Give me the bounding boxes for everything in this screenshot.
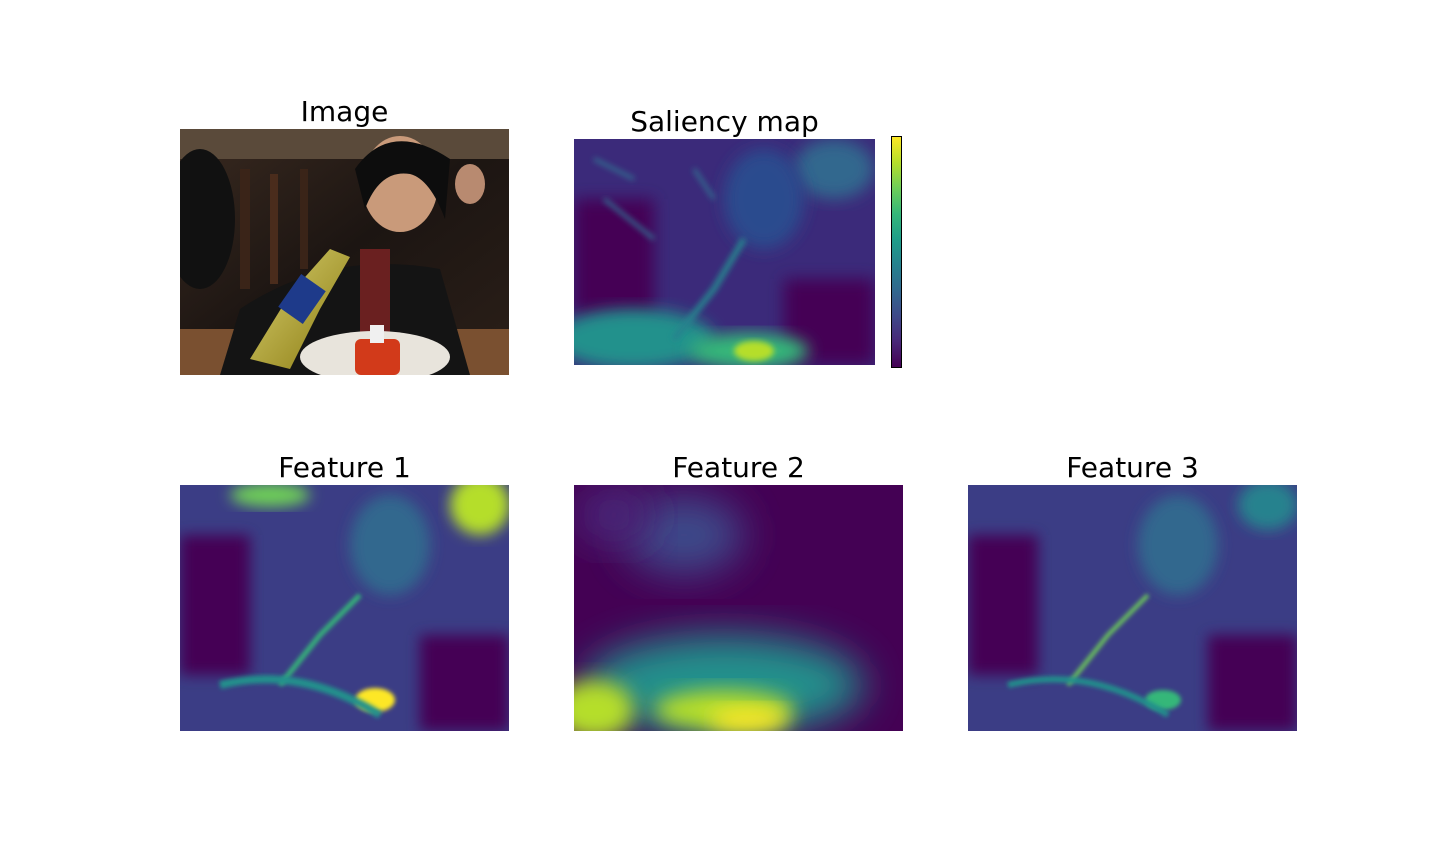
saliency-title: Saliency map: [630, 105, 819, 138]
colorbar: [891, 136, 902, 368]
photo-panel: [180, 129, 509, 375]
feature3-map: [968, 485, 1297, 731]
photo-image: [180, 129, 509, 375]
feature2-title: Feature 2: [672, 451, 805, 484]
feature3-title: Feature 3: [1066, 451, 1199, 484]
image-title: Image: [300, 95, 389, 128]
feature1-title: Feature 1: [278, 451, 411, 484]
feature1-map: [180, 485, 509, 731]
saliency-map: [574, 139, 875, 365]
feature2-map: [574, 485, 903, 731]
